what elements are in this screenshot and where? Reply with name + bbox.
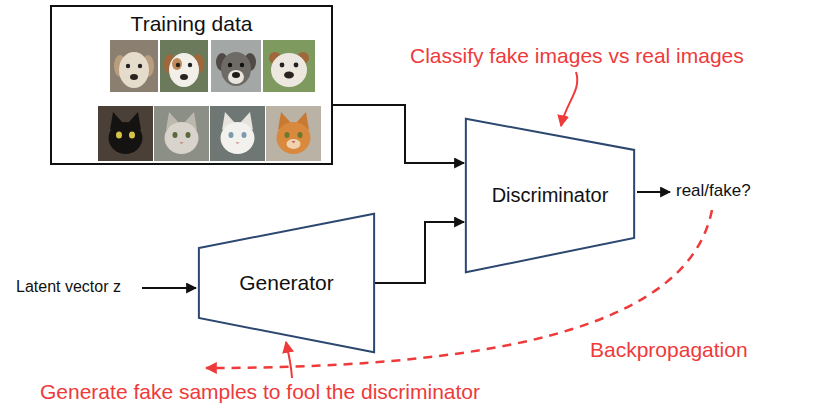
text-holder: Discriminator	[465, 118, 635, 273]
photo-ground	[110, 40, 158, 92]
dog-head	[271, 53, 307, 87]
cat-eye	[129, 132, 135, 139]
dog-head	[169, 53, 199, 87]
cat-photo	[98, 106, 153, 161]
cat-eye	[116, 132, 122, 139]
dog-photo	[110, 40, 158, 92]
dog-patch	[172, 58, 182, 70]
cat-head	[165, 122, 199, 154]
photo-ground	[160, 40, 208, 92]
photo-ground	[263, 40, 315, 92]
cat-muzzle	[287, 139, 301, 149]
cat-photo	[154, 106, 209, 161]
dog-nose	[232, 72, 240, 78]
cat-photo	[210, 106, 265, 161]
dog-photo	[263, 40, 315, 92]
block-label: Discriminator	[492, 184, 609, 207]
text-holder: Training data	[52, 7, 331, 163]
cat-head	[221, 122, 255, 154]
dog-nose	[284, 72, 294, 79]
cat-nose	[292, 141, 296, 144]
cat-eye	[242, 132, 247, 138]
dog-eye	[228, 63, 232, 67]
dog-eye	[176, 63, 180, 67]
input-label: Latent vector z	[16, 278, 121, 296]
connector-arrow	[333, 105, 464, 163]
photo-ground	[210, 106, 265, 161]
callout-arrow	[561, 72, 577, 126]
block-label: Generator	[239, 271, 334, 295]
photo-ground	[266, 106, 321, 161]
cat-eye	[229, 132, 234, 138]
callout-arrow	[286, 342, 292, 378]
trapezoid-shape	[199, 214, 374, 353]
photo-ground	[154, 106, 209, 161]
text-holder: Generator	[198, 213, 375, 353]
dog-eye	[188, 63, 192, 67]
box-title: Training data	[131, 12, 253, 36]
cat-nose	[236, 142, 240, 145]
dog-eye	[280, 63, 285, 68]
output-arrow	[637, 191, 670, 193]
dog-head	[119, 52, 149, 88]
output-label: real/fake?	[676, 181, 751, 201]
cat-eye	[298, 132, 303, 138]
dog-nose	[130, 74, 138, 80]
cat-photo	[266, 106, 321, 161]
cat-eye	[173, 132, 178, 138]
cat-eye	[285, 132, 290, 138]
dog-muzzle	[228, 70, 244, 84]
trapezoid-shape	[466, 119, 634, 272]
cat-head	[277, 122, 311, 154]
dog-photo	[211, 40, 261, 92]
training-data-box: Training data	[50, 5, 333, 165]
cat-nose	[180, 142, 184, 145]
connector-arrow	[375, 222, 464, 283]
cat-eye	[186, 132, 191, 138]
annotation-text: Classify fake images vs real images	[410, 44, 744, 68]
discriminator-trapezoid: Discriminator	[465, 118, 635, 273]
annotation-text: Backpropagation	[590, 338, 748, 362]
generator-trapezoid: Generator	[198, 213, 375, 353]
photo-ground	[211, 40, 261, 92]
dog-eye	[240, 63, 244, 67]
dog-head	[221, 52, 251, 86]
dog-nose	[180, 74, 188, 80]
dog-eye	[294, 63, 299, 68]
dog-eye	[126, 64, 130, 68]
cat-head	[109, 122, 143, 154]
dog-photo	[160, 40, 208, 92]
photo-ground	[98, 106, 153, 161]
dog-eye	[138, 64, 142, 68]
input-arrow	[142, 287, 196, 289]
annotation-text: Generate fake samples to fool the discri…	[40, 380, 480, 404]
